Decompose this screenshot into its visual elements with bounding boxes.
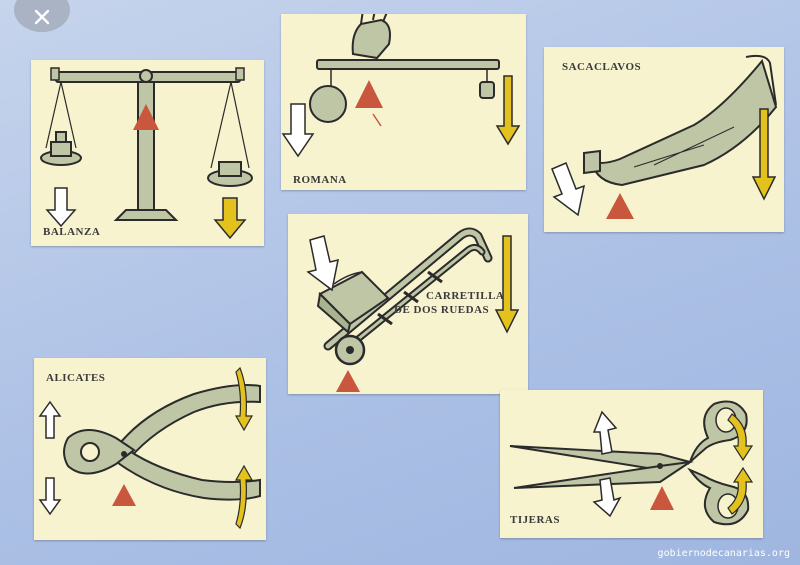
panel-romana: ROMANA <box>281 14 526 190</box>
tijeras-illustration <box>509 400 754 526</box>
carretilla-illustration <box>306 227 520 392</box>
effort-arrow-down <box>306 235 339 292</box>
panel-sacaclavos: SACACLAVOS <box>544 47 784 232</box>
load-arrow-down <box>495 75 521 146</box>
label-carretilla-1: CARRETILLA <box>426 290 505 302</box>
load-arrow-down <box>727 413 754 462</box>
label-balanza: BALANZA <box>43 226 101 238</box>
watermark: gobiernodecanarias.org <box>657 548 790 559</box>
panel-carretilla: CARRETILLA DE DOS RUEDAS <box>288 214 528 394</box>
label-carretilla-2: DE DOS RUEDAS <box>394 304 490 316</box>
load-arrow-up <box>234 464 254 530</box>
close-button[interactable] <box>14 0 70 32</box>
fulcrum-triangle <box>133 104 159 130</box>
effort-arrow-up <box>38 400 62 439</box>
effort-arrow-down <box>551 162 586 217</box>
fulcrum-triangle <box>112 484 136 506</box>
effort-arrow-down <box>45 187 77 228</box>
fulcrum-triangle <box>650 486 674 510</box>
balanza-illustration <box>40 67 253 240</box>
effort-arrow-down <box>592 477 622 518</box>
effort-arrow-up <box>592 410 618 455</box>
fulcrum-triangle <box>606 193 634 219</box>
load-arrow-down <box>213 197 247 240</box>
panel-balanza: BALANZA <box>31 60 264 246</box>
fulcrum-triangle <box>355 80 383 108</box>
close-icon <box>34 9 50 25</box>
load-arrow-up <box>727 466 754 515</box>
effort-arrow-down <box>281 103 315 158</box>
panel-alicates: ALICATES <box>34 358 266 540</box>
load-arrow-down <box>751 108 777 201</box>
romana-illustration <box>281 14 521 158</box>
effort-arrow-down <box>38 477 62 516</box>
label-sacaclavos: SACACLAVOS <box>562 61 642 73</box>
load-arrow-down <box>234 366 254 432</box>
fulcrum-triangle <box>336 370 360 392</box>
sacaclavos-illustration <box>551 54 778 219</box>
panel-tijeras: TIJERAS <box>500 390 763 538</box>
load-arrow-down <box>494 235 520 334</box>
alicates-illustration <box>38 366 261 530</box>
label-alicates: ALICATES <box>46 372 106 384</box>
label-tijeras: TIJERAS <box>510 514 560 526</box>
label-romana: ROMANA <box>293 174 347 186</box>
